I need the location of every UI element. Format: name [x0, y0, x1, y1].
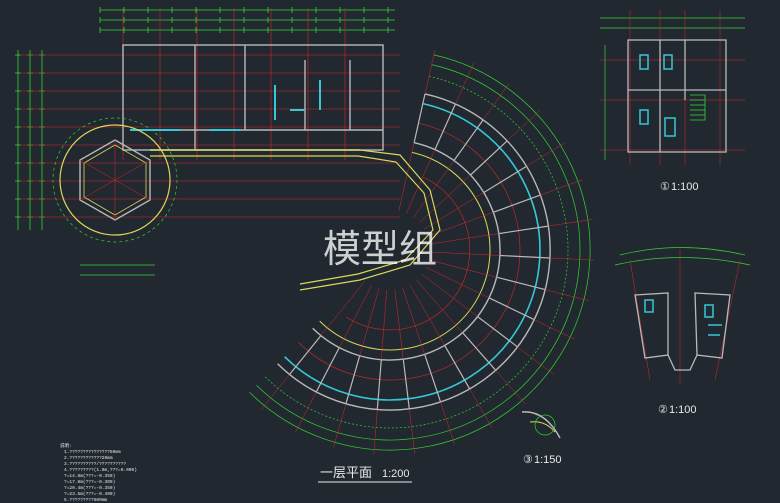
axis-grid — [20, 8, 400, 218]
curved-arc — [346, 176, 471, 331]
room-wall — [402, 359, 410, 409]
notes-line: 2.????????????20mm — [64, 455, 113, 461]
room-wall — [488, 297, 535, 321]
room-wall — [345, 355, 361, 404]
curved-wing — [249, 49, 595, 455]
room-wall — [424, 354, 442, 402]
main-plan-scale: 1:200 — [382, 468, 410, 480]
room-wall — [376, 359, 382, 410]
curved-arc — [277, 93, 551, 411]
room-wall — [493, 194, 541, 213]
notes-line: ?=14.8m(???=-0.350) — [64, 473, 115, 479]
curved-arc — [264, 75, 569, 429]
detail-2-id: ② — [658, 404, 668, 416]
corridor — [150, 149, 441, 291]
detail-3-key — [521, 411, 561, 439]
room-wall — [470, 140, 508, 176]
notes-block: 说明: 1.???????????????50mm 2.????????????… — [60, 442, 137, 503]
room-wall — [498, 225, 549, 235]
curved-arc — [319, 151, 491, 351]
room-wall — [413, 93, 426, 143]
room-wall — [499, 254, 550, 259]
curved-arc — [256, 64, 581, 441]
detail-3-scale: 1:150 — [534, 454, 562, 466]
room-wall — [315, 347, 340, 393]
notes-line: 4.?????????(1.0m,???=0.000) — [64, 467, 137, 473]
notes-line: 3.??????????/?????????? — [64, 461, 126, 467]
room-wall — [289, 335, 322, 375]
room-wall — [453, 119, 484, 161]
detail-2-scale: 1:100 — [669, 404, 697, 416]
watermark: 模型组 — [323, 227, 437, 271]
main-plan-title: 一层平面 — [320, 466, 372, 481]
detail-1-scale: 1:100 — [671, 181, 699, 193]
curved-arc — [284, 102, 541, 401]
notes-line: 1.???????????????50mm — [64, 449, 121, 455]
curved-arc — [312, 142, 501, 361]
room-wall — [483, 165, 527, 194]
notes-line: 5.?????????500mm — [64, 497, 108, 503]
detail-3-id: ③ — [523, 454, 533, 466]
detail-2-plan — [614, 247, 751, 385]
curved-arc — [298, 122, 521, 381]
detail-1-plan — [600, 10, 745, 165]
room-wall — [444, 345, 471, 390]
curved-arc — [249, 54, 591, 451]
notes-line: ?=17.8m(???=-0.300) — [64, 479, 115, 485]
room-wall — [496, 276, 546, 291]
notes-heading: 说明: — [60, 442, 72, 449]
notes-line: ?=20.4m(???=-0.350) — [64, 485, 115, 491]
notes-line: ?=23.5m(???=-0.400) — [64, 491, 115, 497]
room-wall — [434, 103, 456, 150]
detail-1-id: ① — [660, 181, 670, 193]
room-wall — [462, 332, 497, 371]
hexagon-pavilion — [52, 117, 178, 243]
room-wall — [477, 316, 518, 348]
